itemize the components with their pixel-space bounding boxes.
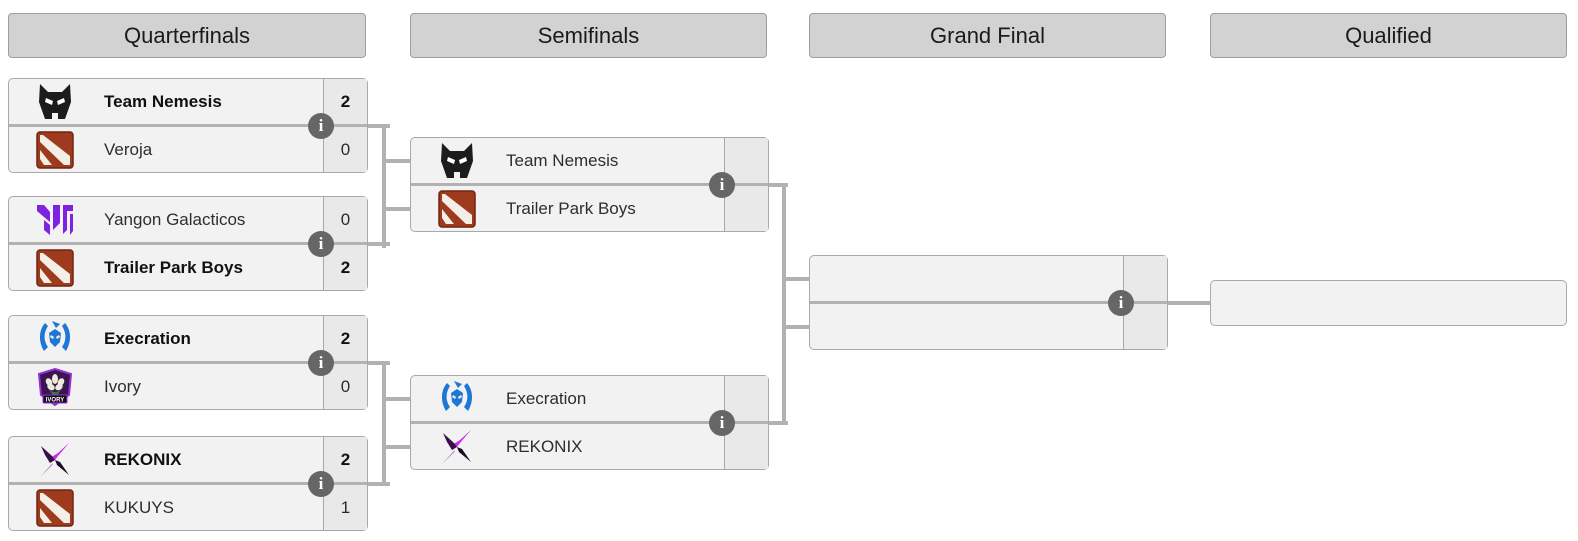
team-name[interactable]: KUKUYS bbox=[104, 497, 174, 517]
connector-line bbox=[362, 241, 390, 246]
execration-logo-icon bbox=[35, 319, 75, 359]
connector-line bbox=[765, 182, 788, 187]
dota2-logo-icon bbox=[35, 130, 75, 170]
team-nemesis-logo-icon bbox=[35, 82, 75, 122]
match-grand-final: i bbox=[809, 255, 1168, 350]
connector-line bbox=[382, 360, 386, 486]
qualified-slot bbox=[1210, 280, 1567, 326]
team-row-trailer-park-boys[interactable]: Trailer Park Boys bbox=[411, 186, 724, 231]
dota2-logo-icon bbox=[35, 248, 75, 288]
rekonix-logo-icon bbox=[35, 440, 75, 480]
row-divider bbox=[9, 482, 367, 485]
team-row-kukuys[interactable]: KUKUYS bbox=[9, 485, 323, 530]
match-quarterfinal-1: Team Nemesis 2 Veroja 0 i bbox=[8, 78, 368, 173]
connector-line bbox=[382, 396, 412, 401]
connector-line bbox=[782, 182, 786, 425]
match-quarterfinal-4: REKONIX 2 KUKUYS 1 i bbox=[8, 436, 368, 531]
team-row-ivory[interactable]: Ivory bbox=[9, 364, 323, 409]
match-semifinal-2: Execration REKONIX i bbox=[410, 375, 769, 470]
team-name[interactable]: Team Nemesis bbox=[104, 91, 222, 111]
team-row-rekonix[interactable]: REKONIX bbox=[411, 424, 724, 469]
row-divider bbox=[411, 183, 768, 186]
column-header-quarterfinals: Quarterfinals bbox=[8, 13, 366, 58]
team-name[interactable]: REKONIX bbox=[506, 436, 583, 456]
team-name[interactable]: Veroja bbox=[104, 139, 153, 159]
connector-line bbox=[362, 481, 390, 486]
dota2-logo-icon bbox=[35, 488, 75, 528]
match-info-icon[interactable]: i bbox=[709, 171, 735, 198]
team-name[interactable]: Team Nemesis bbox=[506, 150, 619, 170]
connector-line bbox=[362, 360, 390, 365]
ivory-logo-icon bbox=[35, 367, 75, 407]
team-row-team-nemesis[interactable]: Team Nemesis bbox=[9, 79, 323, 124]
dota2-logo-icon bbox=[437, 189, 477, 229]
team-row-tbd bbox=[810, 304, 1123, 349]
team-row-tbd bbox=[810, 256, 1123, 301]
row-divider bbox=[810, 301, 1167, 304]
connector-line bbox=[382, 444, 412, 449]
team-name[interactable]: Execration bbox=[506, 388, 587, 408]
rekonix-logo-icon bbox=[437, 427, 477, 467]
connector-line bbox=[782, 324, 810, 329]
team-row-yangon-galacticos[interactable]: Yangon Galacticos bbox=[9, 197, 323, 242]
column-header-grand-final: Grand Final bbox=[809, 13, 1166, 58]
column-header-semifinals: Semifinals bbox=[410, 13, 767, 58]
team-row-veroja[interactable]: Veroja bbox=[9, 127, 323, 172]
team-row-execration[interactable]: Execration bbox=[411, 376, 724, 421]
match-info-icon[interactable]: i bbox=[308, 112, 334, 139]
connector-line bbox=[782, 276, 810, 281]
match-semifinal-1: Team Nemesis Trailer Park Boys i bbox=[410, 137, 769, 232]
score-cell: 0 bbox=[323, 197, 367, 242]
connector-line bbox=[382, 158, 412, 163]
match-quarterfinal-2: Yangon Galacticos 0 Trailer Park Boys 2 … bbox=[8, 196, 368, 291]
match-info-icon[interactable]: i bbox=[308, 470, 334, 497]
yangon-galacticos-logo-icon bbox=[35, 200, 75, 240]
connector-line bbox=[382, 123, 386, 248]
match-info-icon[interactable]: i bbox=[1108, 289, 1134, 316]
match-quarterfinal-3: Execration 2 Ivory 0 i bbox=[8, 315, 368, 410]
team-name[interactable]: Execration bbox=[104, 328, 191, 348]
match-info-icon[interactable]: i bbox=[308, 230, 334, 257]
score-cell: 2 bbox=[323, 79, 367, 124]
row-divider bbox=[9, 361, 367, 364]
team-row-rekonix[interactable]: REKONIX bbox=[9, 437, 323, 482]
team-name[interactable]: Trailer Park Boys bbox=[506, 198, 636, 218]
row-divider bbox=[9, 124, 367, 127]
connector-line bbox=[382, 206, 412, 211]
team-row-execration[interactable]: Execration bbox=[9, 316, 323, 361]
team-name[interactable]: REKONIX bbox=[104, 449, 182, 469]
connector-line bbox=[1164, 300, 1211, 305]
row-divider bbox=[9, 242, 367, 245]
team-name[interactable]: Trailer Park Boys bbox=[104, 257, 243, 277]
connector-line bbox=[362, 123, 390, 128]
column-header-qualified: Qualified bbox=[1210, 13, 1567, 58]
team-nemesis-logo-icon bbox=[437, 141, 477, 181]
team-row-team-nemesis[interactable]: Team Nemesis bbox=[411, 138, 724, 183]
team-name[interactable]: Ivory bbox=[104, 376, 141, 396]
match-info-icon[interactable]: i bbox=[709, 409, 735, 436]
team-name[interactable]: Yangon Galacticos bbox=[104, 209, 246, 229]
row-divider bbox=[411, 421, 768, 424]
execration-logo-icon bbox=[437, 379, 477, 419]
connector-line bbox=[765, 420, 788, 425]
match-info-icon[interactable]: i bbox=[308, 349, 334, 376]
team-row-trailer-park-boys[interactable]: Trailer Park Boys bbox=[9, 245, 323, 290]
